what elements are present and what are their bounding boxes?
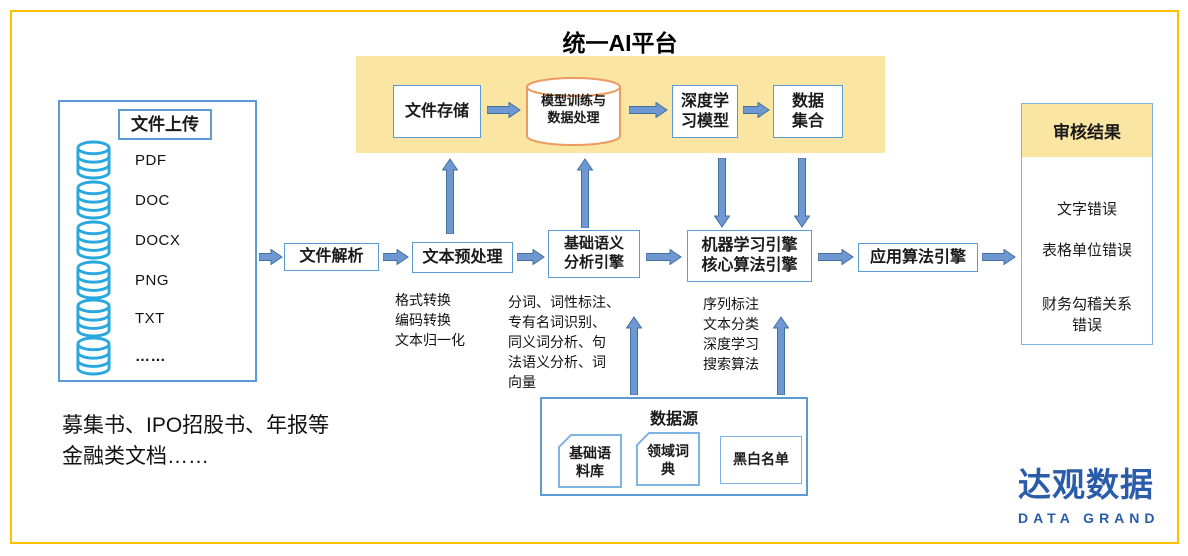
upload-panel-title: 文件上传 bbox=[118, 109, 212, 140]
card-corpus-label: 基础语 料库 bbox=[569, 445, 611, 479]
format-label: …… bbox=[135, 347, 166, 365]
database-icon bbox=[76, 180, 111, 220]
logo-cn-text: 达观数据 bbox=[1018, 466, 1154, 503]
arrow-platform-down-right bbox=[793, 157, 811, 228]
card-blacklist: 黑白名单 bbox=[720, 436, 802, 484]
upload-item-pdf: PDF bbox=[75, 140, 167, 180]
results-title: 审核结果 bbox=[1022, 104, 1152, 157]
card-dictionary: 领域词 典 bbox=[636, 432, 700, 486]
upload-item-txt: TXT bbox=[75, 298, 165, 338]
upload-item-more: …… bbox=[75, 336, 166, 376]
database-icon bbox=[76, 140, 111, 180]
result-item-table-unit-errors: 表格单位错误 bbox=[1041, 242, 1132, 259]
logo-en-text: DATA GRAND bbox=[1018, 510, 1160, 526]
card-corpus: 基础语 料库 bbox=[558, 434, 622, 488]
cylinder-icon bbox=[526, 77, 621, 146]
snipped-card-icon bbox=[558, 434, 622, 488]
arrow-semantic-up bbox=[576, 158, 594, 229]
format-label: DOC bbox=[135, 191, 170, 209]
arrow-upload-to-parsing bbox=[258, 248, 283, 266]
document-types-caption: 募集书、IPO招股书、年报等 金融类文档…… bbox=[62, 414, 330, 468]
format-label: PDF bbox=[135, 151, 167, 169]
node-model-training-label: 模型训练与 数据处理 bbox=[540, 93, 606, 125]
arrow-preprocess-to-semantic bbox=[516, 248, 545, 266]
semantic-notes: 分词、词性标注、 专有名词识别、 同义词分析、句 法语义分析、词 向量 bbox=[508, 294, 620, 390]
node-semantic-engine: 基础语义 分析引擎 bbox=[548, 230, 640, 278]
arrow-datasource-to-ml bbox=[772, 316, 790, 396]
datagrand-logo: 达观数据 DATA GRAND bbox=[1018, 458, 1168, 526]
card-dictionary-label: 领域词 典 bbox=[647, 443, 689, 477]
arrow-datasource-to-semantic bbox=[625, 316, 643, 396]
diagram-title: 统一AI平台 bbox=[562, 30, 678, 56]
upload-item-docx: DOCX bbox=[75, 220, 180, 260]
format-label: PNG bbox=[135, 271, 170, 289]
node-data-collection: 数据 集合 bbox=[773, 85, 843, 138]
node-file-storage: 文件存储 bbox=[393, 85, 481, 138]
node-deep-learning: 深度学 习模型 bbox=[672, 85, 738, 138]
arrow-semantic-to-ml bbox=[645, 248, 682, 266]
ml-notes: 序列标注 文本分类 深度学习 搜索算法 bbox=[703, 296, 759, 372]
database-icon bbox=[76, 220, 111, 260]
database-icon bbox=[76, 260, 111, 300]
node-file-parsing: 文件解析 bbox=[284, 243, 379, 271]
arrow-parsing-to-preprocess bbox=[382, 248, 409, 266]
arrow-preprocess-up bbox=[441, 158, 459, 235]
database-icon bbox=[76, 298, 111, 338]
node-ml-engine: 机器学习引擎 核心算法引擎 bbox=[687, 230, 812, 282]
arrow-ml-to-app bbox=[817, 248, 854, 266]
arrow-app-to-results bbox=[981, 248, 1016, 266]
format-label: TXT bbox=[135, 309, 165, 327]
results-panel: 审核结果 文字错误 表格单位错误 财务勾稽关系错误 bbox=[1021, 103, 1153, 345]
datasource-panel: 数据源 基础语 料库 领域词 典 黑白名单 bbox=[540, 397, 808, 496]
node-app-engine: 应用算法引擎 bbox=[858, 243, 978, 272]
result-item-financial-errors: 财务勾稽关系错误 bbox=[1041, 296, 1132, 334]
arrow-training-to-deeplearning bbox=[628, 101, 668, 119]
node-model-training-cylinder: 模型训练与 数据处理 bbox=[525, 76, 622, 148]
arrow-deeplearning-to-collection bbox=[742, 101, 770, 119]
snipped-card-icon bbox=[636, 432, 700, 486]
arrow-platform-down-left bbox=[713, 157, 731, 228]
result-item-text-errors: 文字错误 bbox=[1056, 201, 1117, 218]
node-text-preprocess: 文本预处理 bbox=[412, 242, 513, 273]
format-label: DOCX bbox=[135, 231, 181, 249]
upload-item-doc: DOC bbox=[75, 180, 170, 220]
arrow-storage-to-training bbox=[486, 101, 521, 119]
database-icon bbox=[76, 336, 111, 376]
upload-item-png: PNG bbox=[75, 260, 169, 300]
datasource-title: 数据源 bbox=[649, 411, 698, 428]
preprocess-notes: 格式转换 编码转换 文本归一化 bbox=[395, 292, 465, 348]
